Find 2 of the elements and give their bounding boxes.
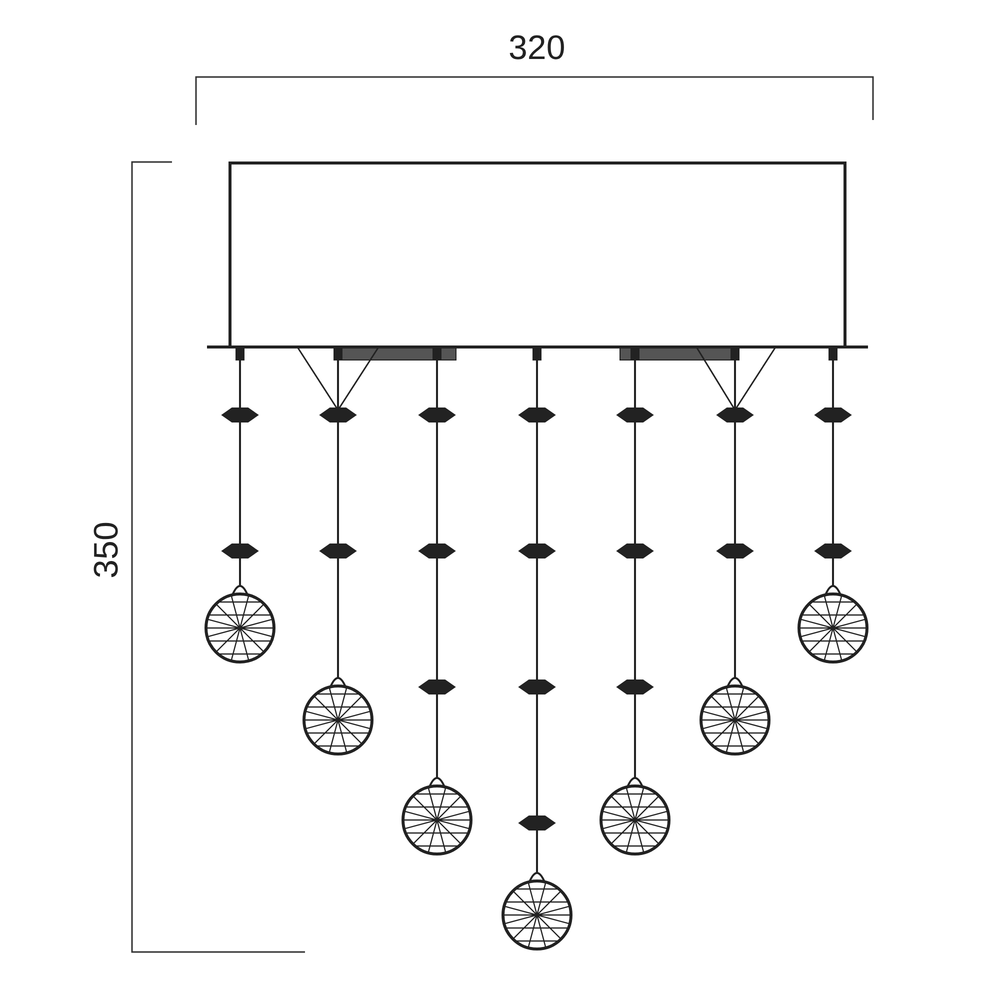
dimension-label: 320	[508, 31, 566, 65]
dimension-label: 350	[88, 522, 123, 578]
